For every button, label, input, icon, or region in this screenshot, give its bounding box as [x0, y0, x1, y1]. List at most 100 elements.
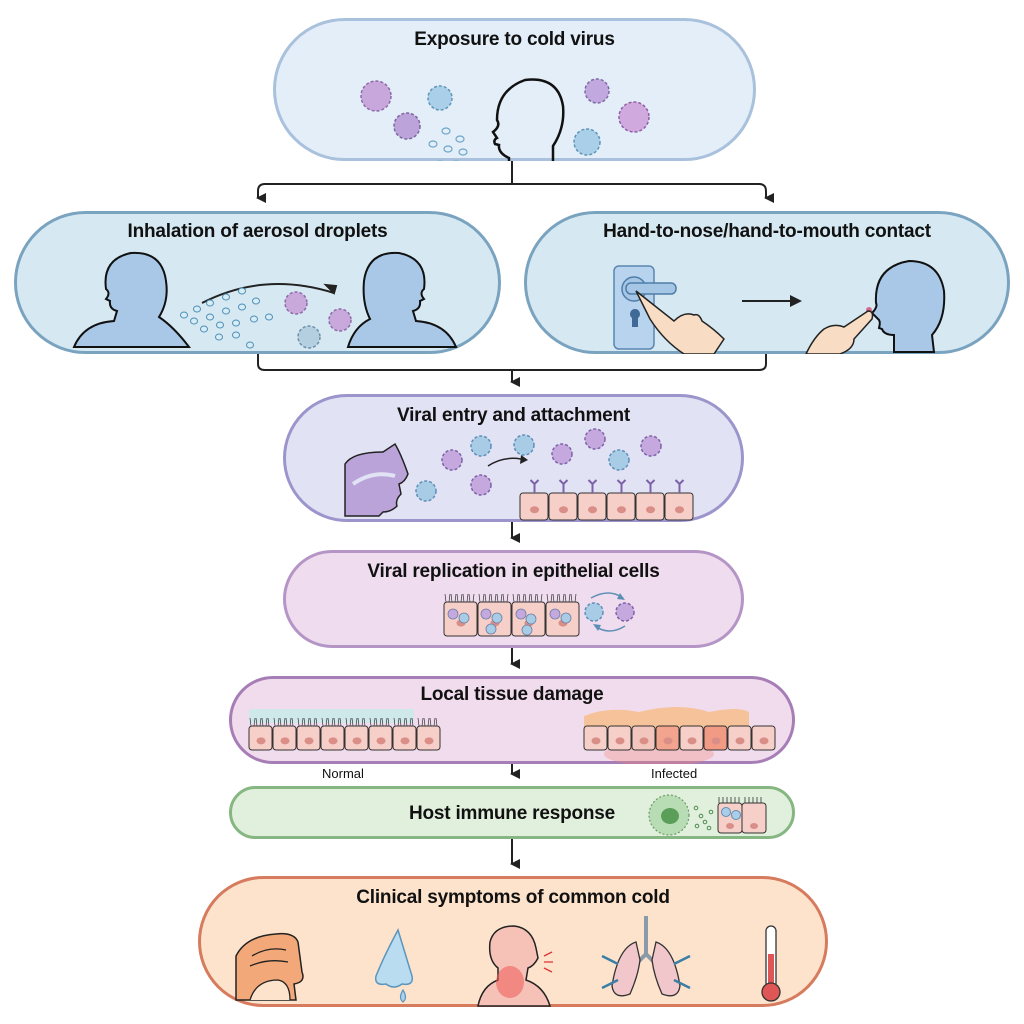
epithelial-cell — [416, 717, 441, 751]
door-handle-icon — [613, 265, 677, 350]
contact-illustration — [613, 259, 946, 354]
virus-icon — [485, 623, 497, 635]
normal-tissue — [248, 717, 441, 751]
epithelial-cell — [344, 717, 369, 751]
node-title: Host immune response — [408, 803, 616, 824]
droplets-icon — [428, 127, 468, 161]
virus-icon — [458, 612, 470, 624]
node-tissue-damage: Local tissue damage — [229, 676, 795, 764]
virus-icon — [640, 435, 662, 457]
edge-exposure-contact — [512, 183, 774, 203]
cytokines-icon — [693, 805, 714, 831]
immune-illustration — [648, 794, 767, 836]
node-clinical-symptoms: Clinical symptoms of common cold — [198, 876, 828, 1007]
cough-lungs-icon — [601, 916, 691, 997]
epithelial-cell — [392, 717, 417, 751]
virus-icon — [584, 602, 604, 622]
symptoms-illustration — [235, 916, 781, 1007]
virus-icon — [447, 608, 459, 620]
runny-nose-icon — [374, 928, 414, 1003]
epithelial-cell — [607, 725, 632, 751]
virus-icon — [297, 325, 321, 349]
person-inhaling-icon — [346, 251, 458, 348]
node-viral-entry: Viral entry and attachment — [283, 394, 744, 522]
epithelial-cell — [703, 725, 728, 751]
virus-icon — [615, 602, 635, 622]
attachment-arrow — [487, 457, 522, 467]
epithelial-cell — [248, 717, 273, 751]
virus-icon — [393, 112, 421, 140]
sore-throat-icon — [477, 925, 553, 1007]
epithelial-cell — [320, 717, 345, 751]
virus-icon — [480, 608, 492, 620]
node-immune-response: Host immune response — [229, 786, 795, 839]
infected-tissue — [583, 725, 776, 751]
virus-icon — [573, 128, 601, 156]
nasal-congestion-icon — [235, 932, 304, 1001]
exposure-illustration — [360, 78, 650, 161]
node-title: Inhalation of aerosol droplets — [127, 221, 388, 242]
epithelial-cell — [655, 725, 680, 751]
node-title: Viral entry and attachment — [396, 405, 631, 426]
virus-icon — [427, 85, 453, 111]
virus-icon — [618, 101, 650, 133]
node-title: Exposure to cold virus — [414, 29, 615, 50]
node-contact: Hand-to-nose/hand-to-mouth contact — [524, 211, 1010, 354]
virus-icon — [549, 608, 561, 620]
inhalation-illustration — [72, 251, 458, 349]
virus-icon — [328, 308, 352, 332]
droplets-icon — [180, 287, 273, 349]
damage-illustration — [248, 707, 776, 764]
entry-illustration — [344, 428, 694, 521]
label-infected: Infected — [651, 766, 698, 781]
infected-cells-icon — [717, 797, 767, 834]
epithelial-cell — [368, 717, 393, 751]
virus-icon — [551, 443, 573, 465]
virus-icon — [584, 428, 606, 450]
label-normal: Normal — [322, 766, 364, 781]
virus-icon — [360, 80, 392, 112]
epithelial-cell — [548, 479, 578, 521]
epithelial-cell — [631, 725, 656, 751]
epithelial-cell — [577, 479, 607, 521]
virus-icon — [560, 612, 572, 624]
immune-cell-icon — [648, 794, 690, 836]
node-title: Clinical symptoms of common cold — [356, 887, 670, 908]
epithelial-cell — [606, 479, 636, 521]
node-replication: Viral replication in epithelial cells — [283, 550, 744, 648]
epithelial-cell — [296, 717, 321, 751]
infected-cells — [443, 593, 580, 637]
node-inhalation: Inhalation of aerosol droplets — [14, 211, 501, 354]
node-title: Hand-to-nose/hand-to-mouth contact — [603, 221, 931, 242]
replication-illustration — [443, 592, 635, 637]
virus-icon — [284, 291, 308, 315]
virus-icon — [608, 449, 630, 471]
head-profile-icon — [491, 78, 565, 161]
person-exhaling-icon — [72, 251, 192, 348]
hand-icon — [635, 290, 725, 354]
virus-icon — [521, 624, 533, 636]
head-profile-icon — [870, 259, 946, 353]
virus-icon — [470, 474, 492, 496]
virus-icon — [525, 613, 537, 625]
epithelial-cell — [679, 725, 704, 751]
epithelial-cell — [519, 479, 549, 521]
hand-touching-nose-icon — [805, 310, 874, 354]
virus-icon — [415, 480, 437, 502]
node-title: Local tissue damage — [420, 684, 604, 705]
node-exposure: Exposure to cold virus — [273, 18, 756, 161]
virus-icon — [515, 608, 527, 620]
epithelial-cell — [272, 717, 297, 751]
virus-icon — [584, 78, 610, 104]
epithelial-cells — [519, 479, 694, 521]
transmission-arrow — [201, 283, 335, 304]
virus-icon — [470, 435, 492, 457]
fever-thermometer-icon — [761, 925, 781, 1002]
virus-icon — [491, 612, 503, 624]
epithelial-cell — [583, 725, 608, 751]
nasal-cavity-icon — [344, 442, 409, 517]
epithelial-cell — [727, 725, 752, 751]
virus-icon — [513, 434, 535, 456]
epithelial-cell — [664, 479, 694, 521]
